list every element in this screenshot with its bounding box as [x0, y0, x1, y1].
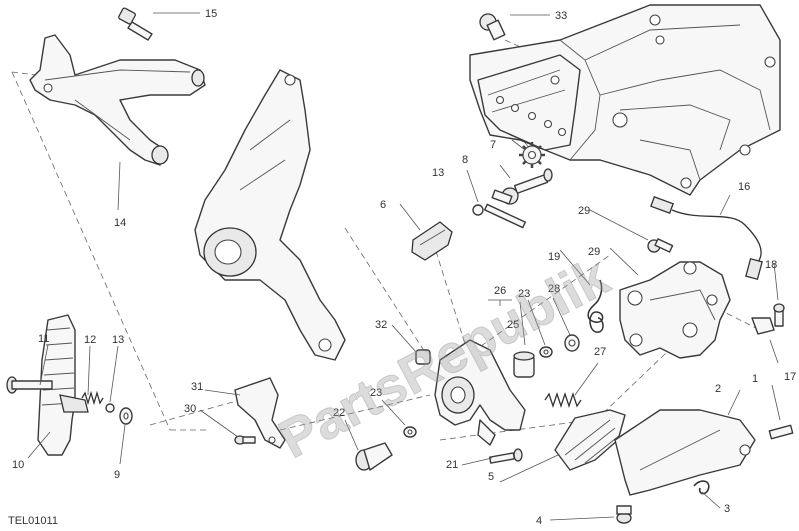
callout-18: 17	[784, 371, 796, 383]
bolt-8	[491, 187, 519, 205]
callout-28: 29	[588, 246, 600, 258]
callout-31: 31	[191, 381, 203, 393]
callout-21: 21	[446, 459, 458, 471]
washer-9	[119, 407, 133, 425]
callout-23-upper: 23	[518, 288, 530, 300]
bolt-16	[118, 7, 153, 41]
bolt-29	[647, 238, 674, 253]
bolt-7	[513, 168, 553, 194]
rubber-pad-6	[411, 221, 453, 261]
callout-5: 5	[488, 471, 494, 483]
bolt-22	[355, 442, 393, 471]
callout-17: 16	[738, 181, 750, 193]
callout-8: 8	[462, 154, 468, 166]
bush-32	[415, 349, 431, 365]
callout-13: 13	[112, 334, 124, 346]
callout-24: 25	[507, 319, 519, 331]
washer-27	[564, 334, 580, 352]
footpeg-5	[554, 409, 626, 471]
washer-23-upper	[539, 346, 553, 358]
footrest-hanger-bracket	[29, 34, 206, 166]
diagram-code: TEL01011	[8, 515, 58, 527]
washer-23-lower	[403, 426, 417, 438]
ball-13	[105, 403, 115, 413]
bolt-33	[479, 13, 506, 41]
footrest-plate-28	[619, 261, 731, 359]
callout-15: 14	[114, 217, 126, 229]
brake-lever	[434, 339, 526, 446]
callout-14: 13	[432, 167, 444, 179]
callout-29: 29	[578, 205, 590, 217]
pin-14	[472, 203, 527, 229]
callout-12: 12	[84, 334, 96, 346]
callout-25: 26	[494, 285, 506, 297]
callout-32: 32	[375, 319, 387, 331]
frame-bracket-plate	[477, 54, 581, 151]
bracket-31	[234, 377, 286, 449]
callout-3: 3	[724, 503, 730, 515]
callout-26: 27	[594, 346, 606, 358]
pin-1	[768, 424, 794, 440]
clip-3	[693, 480, 710, 495]
bush-24	[513, 351, 535, 378]
callout-7: 7	[490, 139, 496, 151]
callout-22: 22	[333, 407, 345, 419]
heel-guard-plate	[194, 69, 346, 361]
callout-labels: 15 14 33 16 7 8 13 6 29 19 29 18 17 2 1 …	[12, 8, 796, 527]
cable-clip-18	[751, 317, 775, 335]
gear-icon	[519, 142, 545, 168]
return-spring-20	[587, 279, 604, 333]
bolt-21	[488, 448, 523, 464]
callout-20: 19	[548, 251, 560, 263]
spring-26	[544, 391, 582, 409]
callout-11: 11	[38, 333, 49, 345]
callout-16: 15	[205, 8, 217, 20]
callout-33: 33	[555, 10, 567, 22]
bracket-2	[614, 409, 756, 496]
callout-9: 9	[114, 469, 120, 481]
callout-4: 4	[536, 515, 542, 527]
callout-10: 10	[12, 459, 24, 471]
callout-27: 28	[548, 283, 560, 295]
screw-19	[773, 303, 785, 327]
screw-4	[616, 505, 632, 524]
callout-30: 30	[184, 403, 196, 415]
callout-23-lower: 23	[370, 387, 382, 399]
spring-12	[81, 390, 104, 406]
callout-19: 18	[765, 259, 777, 271]
callout-6: 6	[380, 199, 386, 211]
pin-11	[6, 376, 53, 394]
callout-2: 2	[715, 383, 721, 395]
sensor-cable-17	[650, 196, 763, 281]
callout-1: 1	[752, 373, 758, 385]
callout-leaders	[27, 12, 781, 521]
screw-30	[234, 435, 256, 445]
